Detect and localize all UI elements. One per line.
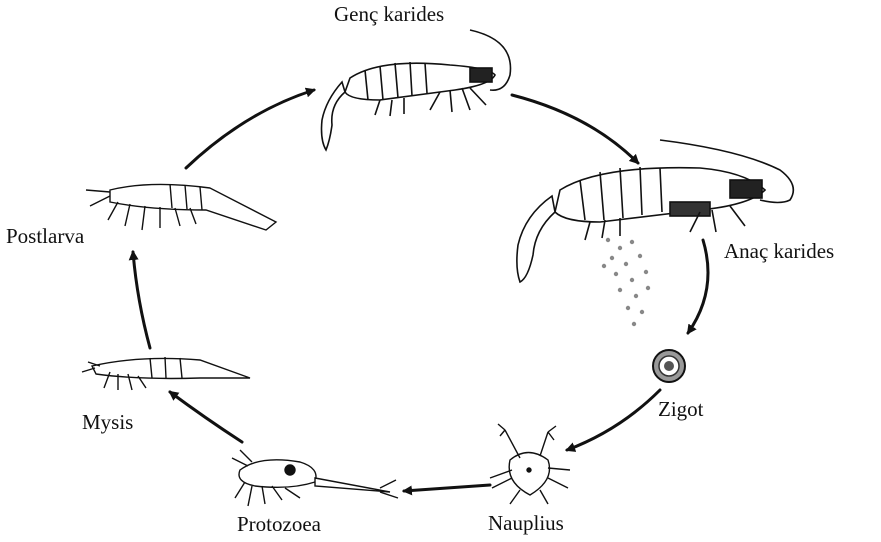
arrow-protozoea-to-mysis xyxy=(170,392,242,442)
arrow-postlarva-to-genc xyxy=(186,90,314,168)
stage-label-brood-shrimp: Anaç karides xyxy=(724,241,834,262)
stage-label-zygote: Zigot xyxy=(658,399,704,420)
arrow-mysis-to-postlarva xyxy=(133,252,150,348)
stage-label-protozoea: Protozoea xyxy=(237,514,321,535)
juvenile-shrimp-illustration xyxy=(322,30,511,150)
postlarva-illustration xyxy=(86,184,276,230)
stage-label-postlarva: Postlarva xyxy=(6,226,84,247)
stage-label-nauplius: Nauplius xyxy=(488,513,564,534)
stage-label-mysis: Mysis xyxy=(82,412,133,433)
arrow-zigot-to-nauplius xyxy=(567,390,660,450)
nauplius-illustration xyxy=(490,424,570,504)
arrow-anac-to-zigot xyxy=(688,240,708,333)
arrow-genc-to-anac xyxy=(512,95,638,163)
zygote-illustration xyxy=(653,350,685,382)
stage-label-juvenile-shrimp: Genç karides xyxy=(334,4,444,25)
egg-cluster xyxy=(602,238,650,326)
protozoea-illustration xyxy=(232,450,398,506)
mysis-illustration xyxy=(82,357,250,390)
arrow-nauplius-to-protozoea xyxy=(404,485,490,491)
